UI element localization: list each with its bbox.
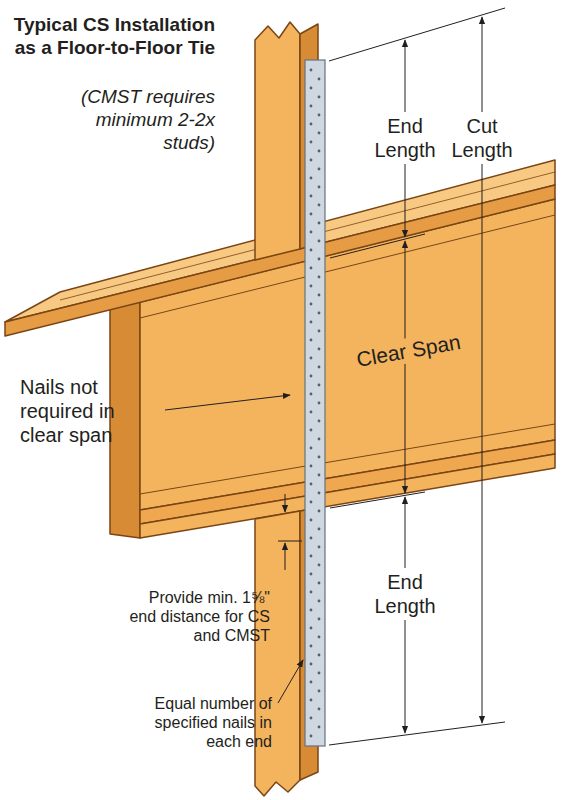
dimension-label: End Length	[368, 568, 442, 620]
nail-hole	[310, 321, 313, 324]
nail-hole	[318, 204, 321, 207]
nail-hole	[318, 78, 321, 81]
nail-hole	[310, 87, 313, 90]
nail-hole	[310, 447, 313, 450]
nail-hole	[310, 141, 313, 144]
nail-hole	[310, 411, 313, 414]
nail-hole	[310, 357, 313, 360]
nail-hole	[310, 159, 313, 162]
upper-stud	[255, 22, 300, 260]
nail-hole	[310, 339, 313, 342]
nail-hole	[318, 618, 321, 621]
nail-hole	[318, 96, 321, 99]
nail-hole	[318, 132, 321, 135]
callout-note: Nails not required in clear span	[20, 375, 160, 447]
nail-hole	[310, 285, 313, 288]
dimension-label: End Length	[368, 112, 442, 164]
nail-hole	[318, 186, 321, 189]
nail-hole	[310, 483, 313, 486]
nail-hole	[310, 501, 313, 504]
nail-hole	[318, 546, 321, 549]
nail-hole	[310, 735, 313, 738]
nail-hole	[318, 438, 321, 441]
nail-hole	[318, 708, 321, 711]
nail-hole	[318, 168, 321, 171]
nail-hole	[318, 222, 321, 225]
nail-hole	[310, 681, 313, 684]
nail-hole	[318, 114, 321, 117]
nail-hole	[310, 123, 313, 126]
top-plate	[140, 440, 555, 524]
nail-hole	[318, 582, 321, 585]
cs-strap	[305, 60, 325, 746]
nail-hole	[318, 654, 321, 657]
nail-hole	[310, 591, 313, 594]
nail-hole	[310, 213, 313, 216]
nail-hole	[318, 456, 321, 459]
nail-hole	[318, 330, 321, 333]
subtitle-note: (CMST requires minimum 2-2x studs)	[55, 86, 215, 154]
nail-hole	[310, 465, 313, 468]
nail-hole	[310, 537, 313, 540]
nail-hole	[310, 555, 313, 558]
nail-hole	[310, 393, 313, 396]
nail-hole	[310, 645, 313, 648]
nail-hole	[310, 69, 313, 72]
nail-hole	[310, 267, 313, 270]
nail-hole	[318, 366, 321, 369]
nail-hole	[318, 564, 321, 567]
nail-hole	[310, 177, 313, 180]
nail-hole	[318, 510, 321, 513]
nail-hole	[318, 474, 321, 477]
nail-hole	[310, 303, 313, 306]
nail-hole	[318, 150, 321, 153]
nail-hole	[310, 663, 313, 666]
nail-hole	[318, 348, 321, 351]
nail-hole	[318, 690, 321, 693]
top-plate	[140, 454, 555, 538]
callout-note: Provide min. 1⅝" end distance for CS and…	[118, 588, 270, 646]
nail-hole	[310, 627, 313, 630]
nail-hole	[310, 429, 313, 432]
title: Typical CS Installation as a Floor-to-Fl…	[10, 14, 215, 60]
nail-hole	[318, 528, 321, 531]
nail-hole	[310, 609, 313, 612]
nail-hole	[318, 672, 321, 675]
dimension-label: Cut Length	[445, 112, 519, 164]
callout-note: Equal number of specified nails in each …	[122, 694, 272, 752]
nail-hole	[310, 375, 313, 378]
nail-hole	[318, 402, 321, 405]
nail-hole	[318, 492, 321, 495]
nail-hole	[310, 519, 313, 522]
nail-hole	[318, 258, 321, 261]
nail-hole	[310, 105, 313, 108]
nail-hole	[310, 195, 313, 198]
nail-hole	[318, 312, 321, 315]
nail-hole	[310, 249, 313, 252]
nail-hole	[318, 294, 321, 297]
nail-hole	[310, 573, 313, 576]
nail-hole	[310, 231, 313, 234]
nail-hole	[318, 240, 321, 243]
nail-hole	[318, 384, 321, 387]
nail-hole	[310, 717, 313, 720]
nail-hole	[310, 699, 313, 702]
nail-hole	[318, 276, 321, 279]
nail-hole	[318, 726, 321, 729]
nail-hole	[318, 600, 321, 603]
lower-stud	[255, 511, 300, 796]
nail-hole	[318, 636, 321, 639]
nail-hole	[318, 420, 321, 423]
